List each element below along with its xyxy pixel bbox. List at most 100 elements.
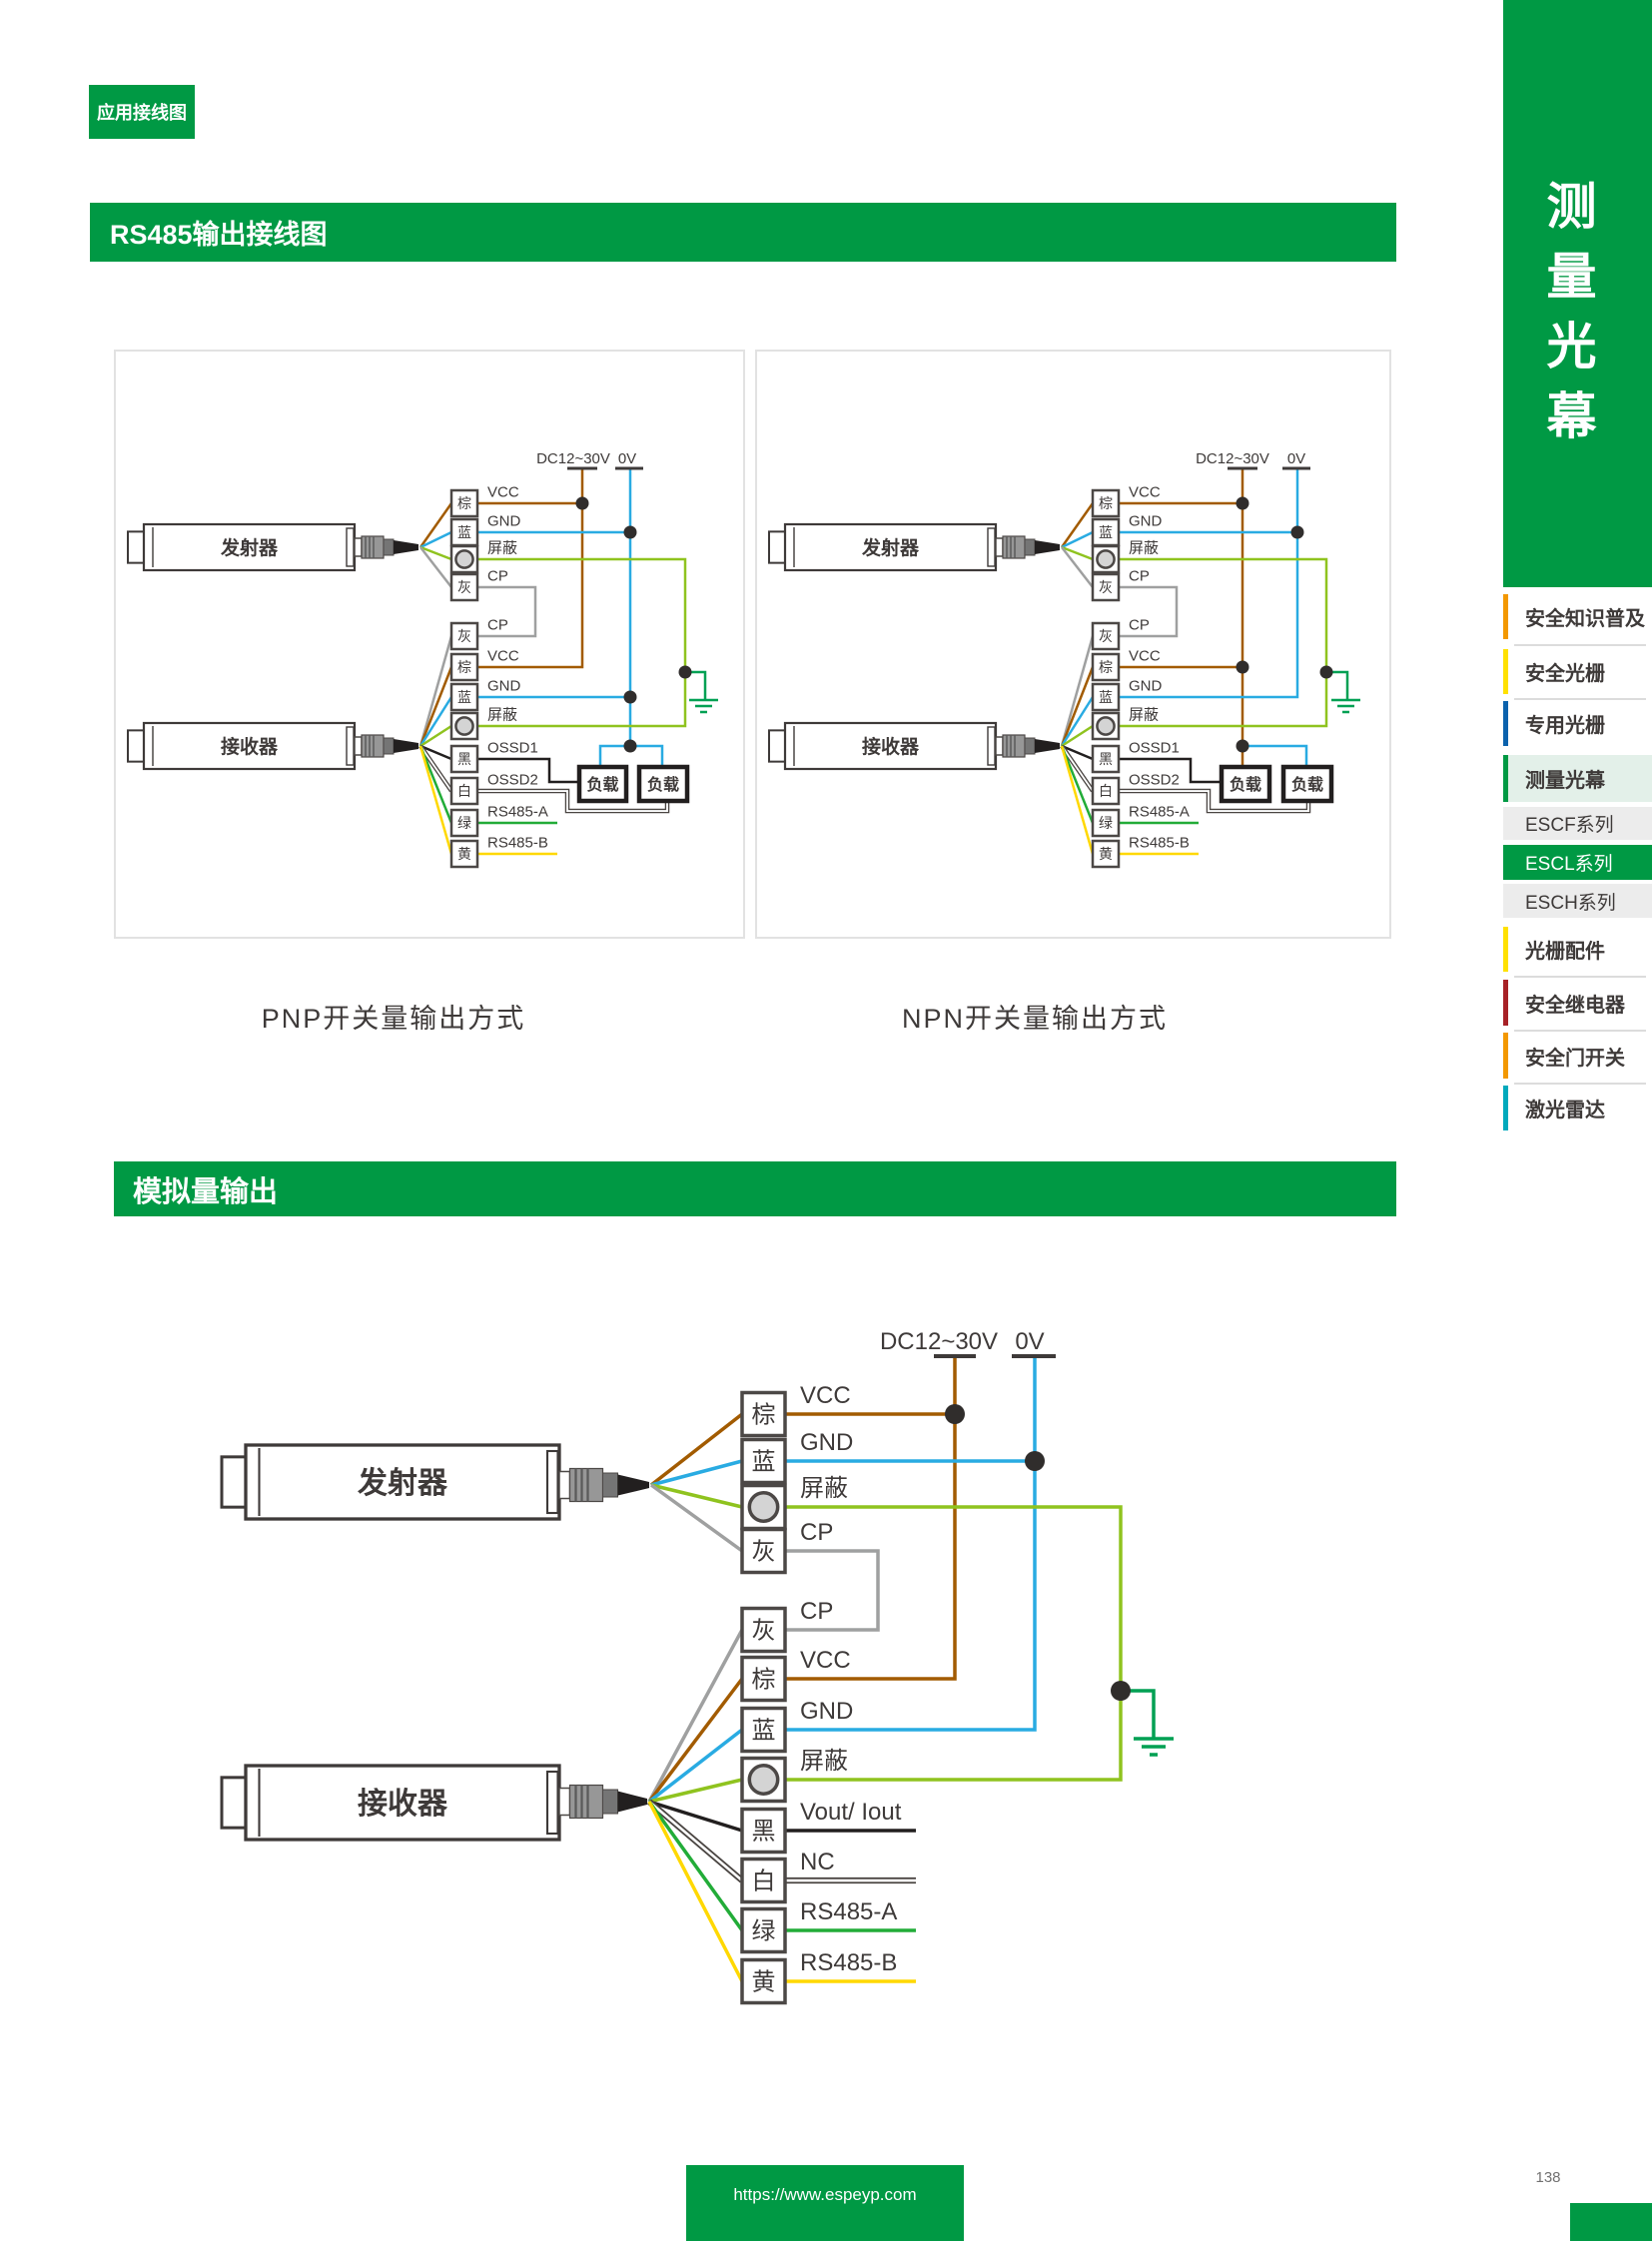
sidebar-item-measuring-light-curtain[interactable]: 测量光幕 [1503,755,1652,802]
zero-volt-label: 0V [1015,1328,1044,1355]
wire-gray [419,546,452,588]
connector-flange [558,1787,571,1817]
pin-box [449,572,479,602]
device-label: 接收器 [221,735,279,758]
wire-ground [685,670,707,699]
sidebar-item-label: ESCF系列 [1525,815,1614,836]
wire-blue [647,1728,744,1804]
sidebar-item-escf-series[interactable]: ESCF系列 [1503,807,1652,840]
pin-box [449,652,479,682]
signal-label: GND [1129,512,1163,529]
wire-gray [647,1629,744,1803]
wire-blue [1061,530,1094,549]
wire-blue [650,1459,743,1487]
sidebar-item-safety-light-curtain[interactable]: 安全光栅 [1503,649,1652,694]
pin-char: 黑 [752,1819,776,1846]
nav-separator [1514,1083,1646,1085]
signal-label: CP [800,1519,833,1546]
footer-url[interactable]: https://www.espeyp.com [733,2185,917,2204]
pin-box [740,1857,787,1904]
pin-char: 黑 [1099,751,1113,767]
pin-char: 灰 [1099,628,1113,644]
sidebar-item-esch-series[interactable]: ESCH系列 [1503,884,1652,918]
wire-brown [418,666,453,747]
connector-tip [394,540,418,554]
shield-circle-icon [747,1491,780,1523]
pin-box [449,839,479,869]
signal-label: GND [1129,677,1163,694]
sidebar-item-label: 安全门开关 [1525,1047,1625,1070]
signal-label: CP [487,567,508,584]
device-label: 接收器 [862,735,920,758]
sidebar-title-char: 量 [1546,249,1597,305]
device-end-cap [768,729,786,763]
device-body [244,1443,561,1521]
footer-url-badge[interactable]: https://www.espeyp.com [686,2165,964,2241]
load-box [636,764,690,804]
sidebar-item-label: 专用光栅 [1525,715,1605,737]
pin-box [1091,652,1121,682]
sidebar-item-label: 激光雷达 [1525,1100,1605,1121]
pin-char: 蓝 [457,524,471,540]
wire-yellow [1060,745,1095,855]
dc-supply-label: DC12~30V [536,450,610,467]
signal-label: VCC [487,647,519,664]
caption-npn: NPN开关量输出方式 [901,1004,1168,1034]
wire-brown [649,1412,744,1487]
pin-box [740,1606,787,1654]
sidebar-item-special-grating[interactable]: 专用光栅 [1503,701,1652,746]
wire-black [419,744,452,761]
signal-label: RS485-A [487,803,548,820]
sidebar-item-safety-knowledge[interactable]: 安全知识普及 [1503,594,1652,639]
connector-nut [602,1472,618,1498]
pin-char: 灰 [752,1539,776,1566]
signal-label: VCC [487,483,519,500]
pin-char: 灰 [1099,579,1113,595]
sidebar-item-label: ESCH系列 [1525,892,1616,914]
pin-char: 棕 [457,659,471,675]
pin-char: 棕 [752,1402,776,1429]
nav-separator [1514,644,1646,646]
signal-label: OSSD1 [487,739,538,756]
load-box [1280,764,1334,804]
junction-dot [623,690,637,704]
pin-box [740,1437,787,1485]
nav-color-bar [1503,701,1508,746]
pin-char: 白 [752,1868,776,1895]
sidebar-item-grating-accessories[interactable]: 光栅配件 [1503,927,1652,972]
signal-label: 屏蔽 [800,1748,848,1775]
pin-box [740,1706,787,1754]
device-end-cap [127,530,145,564]
pin-box [1091,839,1121,869]
sidebar-item-escl-series[interactable]: ESCL系列 [1503,845,1652,880]
pin-box [740,1655,787,1703]
pin-box [1091,808,1121,838]
connector-flange [995,736,1004,756]
wire-shield [419,724,452,748]
pin-box [449,776,479,806]
zero-volt-label: 0V [618,450,636,467]
wire-brown [785,1356,957,1681]
load-box [576,764,629,804]
pin-box [740,1906,787,1954]
sidebar-item-safety-door-switch[interactable]: 安全门开关 [1503,1033,1652,1079]
device-end-cap [220,1776,248,1830]
wire-gray [1119,585,1179,638]
device-label: 发射器 [220,536,279,559]
signal-label: OSSD2 [487,771,538,788]
sidebar-title-char: 光 [1546,319,1597,374]
signal-label: VCC [1129,647,1161,664]
section-badge-application: 应用接线图 [89,85,195,139]
wire-yellow [418,745,453,855]
sidebar-item-laser-radar[interactable]: 激光雷达 [1503,1086,1652,1130]
junction-dot [575,496,589,510]
device-end-plate [987,726,996,766]
pin-char: 棕 [457,495,471,511]
wire-black [648,1800,743,1833]
wire-ground [1326,670,1349,699]
rs485-banner-label: RS485输出接线图 [110,220,328,250]
sidebar-item-safety-relay[interactable]: 安全继电器 [1503,980,1652,1026]
pin-box [1091,572,1121,602]
